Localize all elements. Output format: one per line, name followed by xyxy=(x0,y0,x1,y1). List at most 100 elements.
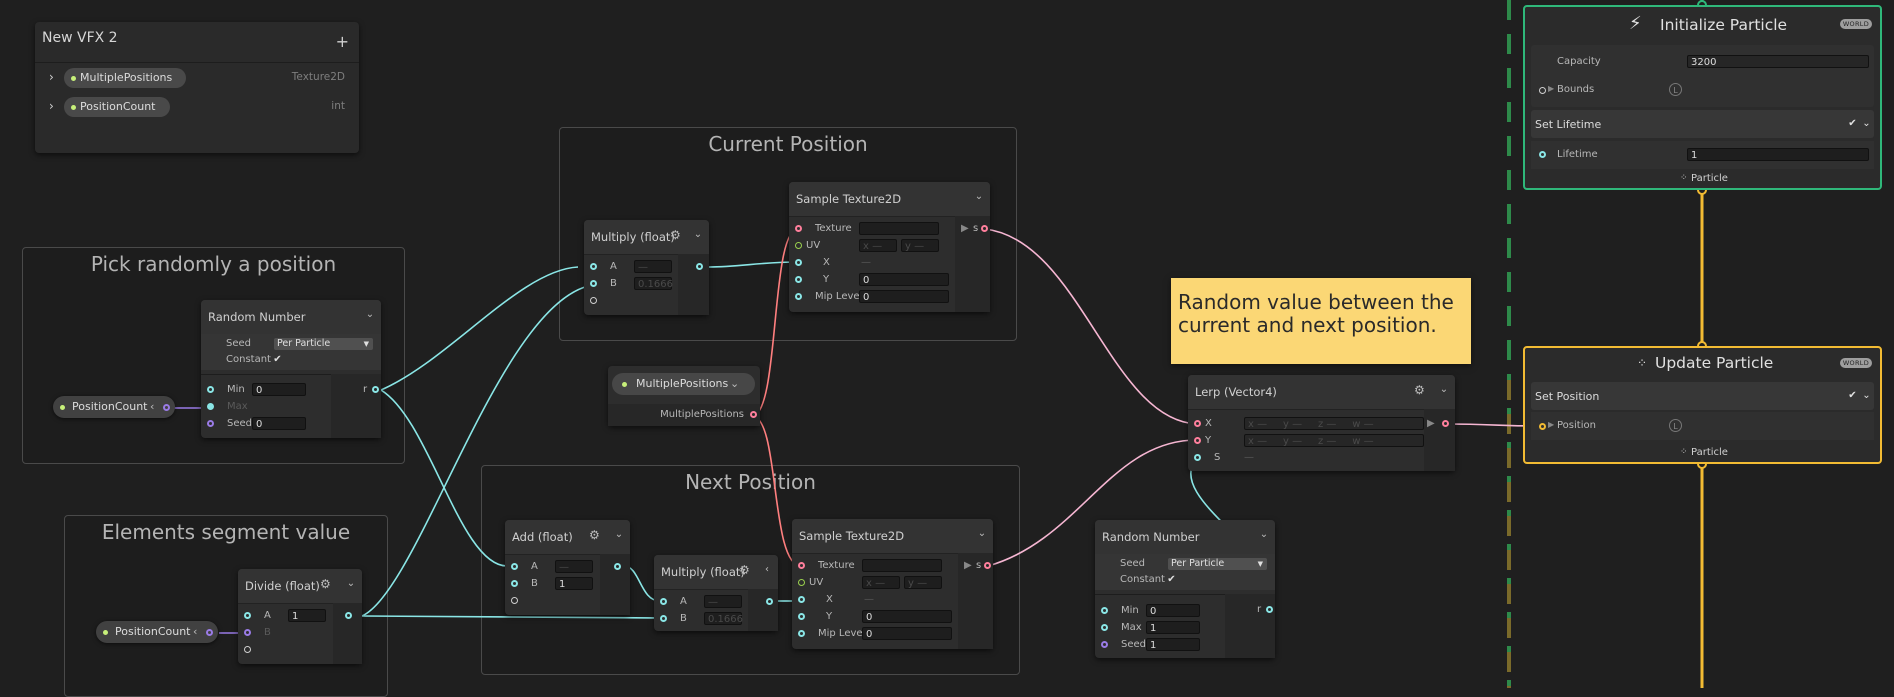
y-vector-field[interactable]: x — y — z — w — xyxy=(1244,434,1424,447)
a-field[interactable]: — xyxy=(634,260,672,273)
input-port[interactable] xyxy=(798,596,805,603)
chevron-down-icon[interactable]: ⌄ xyxy=(346,578,356,589)
mip-field[interactable]: 0 xyxy=(862,627,952,640)
input-port[interactable] xyxy=(1539,423,1546,430)
gear-icon[interactable]: ⚙ xyxy=(739,563,750,577)
uv-y-field[interactable]: y — xyxy=(901,239,939,252)
gear-icon[interactable]: ⚙ xyxy=(320,577,331,591)
multiple-positions-node[interactable]: MultiplePositions ⌄ MultiplePositions xyxy=(608,366,760,426)
uv-x-field[interactable]: x — xyxy=(862,576,900,589)
blackboard-panel[interactable]: New VFX 2 + › MultiplePositions Texture2… xyxy=(35,22,359,153)
output-port[interactable] xyxy=(1266,606,1273,613)
output-port[interactable] xyxy=(206,628,213,636)
output-port[interactable] xyxy=(614,563,621,570)
check-icon[interactable]: ✔ xyxy=(1167,574,1176,585)
expand-arrow-icon[interactable]: ▶ xyxy=(1427,418,1435,429)
input-port[interactable] xyxy=(1101,641,1108,648)
expand-arrow-icon[interactable]: ▶ xyxy=(961,223,969,234)
input-port[interactable] xyxy=(590,263,597,270)
chevron-left-icon[interactable]: ‹ xyxy=(150,400,155,413)
input-port[interactable] xyxy=(660,598,667,605)
seed-mode-select[interactable]: Per Particle ▼ xyxy=(274,338,373,350)
property-row[interactable]: › PositionCount int xyxy=(35,96,359,120)
input-port[interactable] xyxy=(795,276,802,283)
input-port[interactable] xyxy=(207,420,214,427)
input-port[interactable] xyxy=(1194,420,1201,427)
property-pill[interactable]: MultiplePositions xyxy=(64,68,186,88)
chevron-down-icon[interactable]: ⌄ xyxy=(614,529,624,540)
check-icon[interactable]: ✔ xyxy=(1848,118,1857,129)
mip-field[interactable]: 0 xyxy=(859,290,949,303)
b-field[interactable]: 0.1666 xyxy=(634,277,673,290)
chevron-left-icon[interactable]: ‹ xyxy=(193,625,198,638)
add-input-port[interactable] xyxy=(590,297,597,304)
chevron-down-icon[interactable]: ⌄ xyxy=(693,229,703,240)
sticky-note[interactable]: Random value between the current and nex… xyxy=(1171,278,1471,364)
input-port[interactable] xyxy=(795,293,802,300)
output-port[interactable] xyxy=(345,612,352,619)
lifetime-field[interactable]: 1 xyxy=(1687,148,1869,161)
a-field[interactable]: — xyxy=(555,560,593,573)
update-particle-context[interactable]: ⁘ Update Particle WORLD Set Position ✔ ⌄… xyxy=(1523,346,1882,464)
expand-arrow-icon[interactable]: ▶ xyxy=(1548,84,1555,93)
min-field[interactable]: 0 xyxy=(1146,604,1200,617)
texture-field[interactable] xyxy=(862,559,942,572)
input-port[interactable] xyxy=(795,242,802,249)
a-field[interactable]: 1 xyxy=(288,609,326,622)
input-port[interactable] xyxy=(798,630,805,637)
input-port[interactable] xyxy=(795,225,802,232)
chevron-down-icon[interactable]: ⌄ xyxy=(977,528,987,539)
b-field[interactable]: 1 xyxy=(555,577,593,590)
add-property-button[interactable]: + xyxy=(335,32,349,51)
chevron-down-icon[interactable]: ⌄ xyxy=(730,377,740,390)
divide-node[interactable]: Divide (float) ⚙ ⌄ A 1 B xyxy=(238,569,362,664)
chevron-right-icon[interactable]: › xyxy=(49,99,54,113)
input-port[interactable] xyxy=(244,629,251,636)
max-field[interactable]: 1 xyxy=(1146,621,1200,634)
a-field[interactable]: — xyxy=(704,595,742,608)
chevron-right-icon[interactable]: › xyxy=(49,70,54,84)
seed-mode-select[interactable]: Per Particle ▼ xyxy=(1168,558,1267,570)
input-port[interactable] xyxy=(1194,437,1201,444)
chevron-down-icon[interactable]: ⌄ xyxy=(974,191,984,202)
input-port[interactable] xyxy=(795,259,802,266)
local-space-icon[interactable]: L xyxy=(1669,83,1682,96)
local-space-icon[interactable]: L xyxy=(1669,419,1682,432)
random-number-node[interactable]: Random Number ⌄ Seed Per Particle ▼ Cons… xyxy=(1095,520,1275,658)
sticky-note-text[interactable]: Random value between the current and nex… xyxy=(1178,290,1454,337)
output-port[interactable] xyxy=(163,403,170,411)
chevron-down-icon[interactable]: ⌄ xyxy=(1862,118,1871,129)
position-count-node[interactable]: PositionCount ‹ xyxy=(53,396,175,418)
property-pill[interactable]: PositionCount xyxy=(64,97,170,117)
sample-texture2d-node[interactable]: Sample Texture2D ⌄ Texture UV x — y — X … xyxy=(792,519,993,649)
multiply-node[interactable]: Multiply (float) ⚙ ⌄ A — B 0.1666 xyxy=(584,220,709,315)
output-port[interactable] xyxy=(766,598,773,605)
input-port[interactable] xyxy=(207,403,214,410)
input-port[interactable] xyxy=(244,612,251,619)
uv-x-field[interactable]: x — xyxy=(859,239,897,252)
chevron-down-icon[interactable]: ⌄ xyxy=(365,309,375,320)
check-icon[interactable]: ✔ xyxy=(1848,390,1857,401)
input-port[interactable] xyxy=(1539,151,1546,158)
input-port[interactable] xyxy=(798,613,805,620)
property-row[interactable]: › MultiplePositions Texture2D xyxy=(35,67,359,91)
initialize-particle-context[interactable]: ⚡ Initialize Particle WORLD Capacity 320… xyxy=(1523,5,1882,190)
input-port[interactable] xyxy=(660,615,667,622)
add-node[interactable]: Add (float) ⚙ ⌄ A — B 1 xyxy=(505,520,630,615)
input-port[interactable] xyxy=(798,562,805,569)
chevron-down-icon[interactable]: ⌄ xyxy=(1439,384,1449,395)
random-number-node[interactable]: Random Number ⌄ Seed Per Particle ▼ Cons… xyxy=(201,300,381,438)
expand-arrow-icon[interactable]: ▶ xyxy=(1548,420,1555,429)
add-input-port[interactable] xyxy=(244,646,251,653)
seed-field[interactable]: 0 xyxy=(252,417,306,430)
uv-y-field[interactable]: y — xyxy=(904,576,942,589)
input-port[interactable] xyxy=(590,280,597,287)
gear-icon[interactable]: ⚙ xyxy=(1414,383,1425,397)
output-port[interactable] xyxy=(696,263,703,270)
output-port[interactable] xyxy=(984,562,991,569)
output-port[interactable] xyxy=(981,225,988,232)
input-port[interactable] xyxy=(1194,454,1201,461)
output-port[interactable] xyxy=(372,386,379,393)
input-port[interactable] xyxy=(798,579,805,586)
texture-field[interactable] xyxy=(859,222,939,235)
